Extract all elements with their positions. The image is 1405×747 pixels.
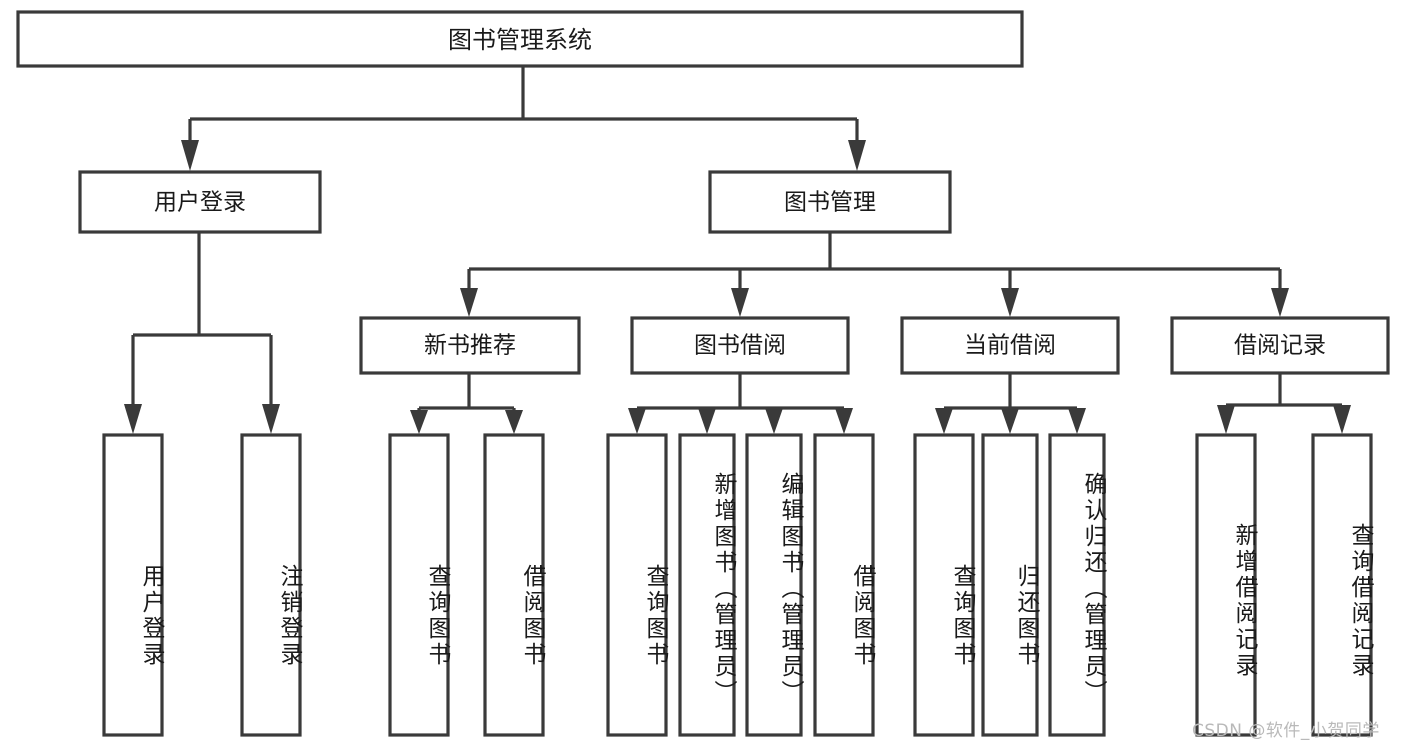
leaf-box-bb-1[interactable]: [606, 433, 668, 737]
leaf-group-current-borrow: [913, 433, 1106, 737]
node-current-borrow[interactable]: 当前借阅: [900, 316, 1120, 375]
node-book-borrow-box[interactable]: [630, 316, 850, 375]
arrow-head-leaf-cb-1: [935, 408, 953, 434]
node-book-manage[interactable]: 图书管理: [708, 170, 952, 234]
leaf-box-nbr-1[interactable]: [388, 433, 450, 737]
connector-root-to-level2: [181, 66, 866, 171]
watermark-text: CSDN @软件_小贺同学: [1192, 721, 1380, 741]
arrow-head-leaf-user-login-2: [262, 404, 280, 434]
node-book-manage-box[interactable]: [708, 170, 952, 234]
arrow-head-borrow-record: [1271, 288, 1289, 317]
arrow-head-leaf-br-2: [1333, 405, 1351, 434]
arrow-head-leaf-br-1: [1217, 405, 1235, 434]
leaf-box-br-2[interactable]: [1311, 433, 1373, 737]
node-current-borrow-box[interactable]: [900, 316, 1120, 375]
leaf-group-book-borrow: [606, 433, 875, 737]
node-book-borrow-label: 图书借阅: [694, 333, 786, 359]
leaf-box-bb-4[interactable]: [813, 433, 875, 737]
leaf-box-bb-3[interactable]: [745, 433, 803, 737]
node-new-book-rec[interactable]: 新书推荐: [359, 316, 581, 375]
connector-borrow-record-to-leaves: [1217, 373, 1351, 434]
leaf-group-new-book-rec: [388, 433, 545, 737]
node-book-borrow[interactable]: 图书借阅: [630, 316, 850, 375]
arrow-head-leaf-bb-3: [765, 408, 783, 434]
connector-book-manage-to-level3: [460, 232, 1289, 317]
leaf-box-cb-2[interactable]: [981, 433, 1039, 737]
leaf-box-nbr-2[interactable]: [483, 433, 545, 737]
leaf-group-user-login: [102, 433, 302, 737]
arrow-head-leaf-bb-1: [628, 408, 646, 434]
node-borrow-record[interactable]: 借阅记录: [1170, 316, 1390, 375]
arrow-head-leaf-cb-3: [1068, 408, 1086, 434]
node-borrow-record-box[interactable]: [1170, 316, 1390, 375]
arrow-head-leaf-cb-2: [1001, 408, 1019, 434]
node-user-login-label: 用户登录: [154, 190, 246, 216]
leaf-box-user-login-1[interactable]: [102, 433, 164, 737]
node-root[interactable]: 图书管理系统: [16, 10, 1024, 68]
connector-user-login-to-leaves: [124, 232, 280, 434]
connector-book-borrow-to-leaves: [628, 373, 853, 434]
arrow-head-leaf-nbr-2: [505, 410, 523, 434]
node-user-login-box[interactable]: [78, 170, 322, 234]
leaf-box-user-login-2[interactable]: [240, 433, 302, 737]
node-new-book-rec-label: 新书推荐: [424, 333, 516, 359]
arrow-head-user-login: [181, 140, 199, 171]
arrow-head-leaf-bb-2: [698, 408, 716, 434]
node-user-login[interactable]: 用户登录: [78, 170, 322, 234]
leaf-box-br-1[interactable]: [1195, 433, 1257, 737]
arrow-head-leaf-bb-4: [835, 408, 853, 434]
node-root-box[interactable]: [16, 10, 1024, 68]
leaf-box-bb-2[interactable]: [678, 433, 736, 737]
arrow-head-leaf-user-login-1: [124, 404, 142, 434]
arrow-head-book-manage: [848, 140, 866, 171]
node-book-manage-label: 图书管理: [784, 190, 876, 216]
connector-new-book-rec-to-leaves: [410, 373, 523, 434]
node-root-label: 图书管理系统: [448, 26, 592, 54]
arrow-head-leaf-nbr-1: [410, 410, 428, 434]
arrow-head-current-borrow: [1001, 288, 1019, 317]
arrow-head-new-book-rec: [460, 288, 478, 317]
leaf-group-borrow-record: [1195, 433, 1373, 737]
connector-current-borrow-to-leaves: [935, 373, 1086, 434]
node-new-book-rec-box[interactable]: [359, 316, 581, 375]
leaf-box-cb-3[interactable]: [1048, 433, 1106, 737]
leaf-box-cb-1[interactable]: [913, 433, 975, 737]
node-borrow-record-label: 借阅记录: [1234, 333, 1326, 359]
arrow-head-book-borrow: [731, 288, 749, 317]
node-current-borrow-label: 当前借阅: [964, 333, 1056, 359]
